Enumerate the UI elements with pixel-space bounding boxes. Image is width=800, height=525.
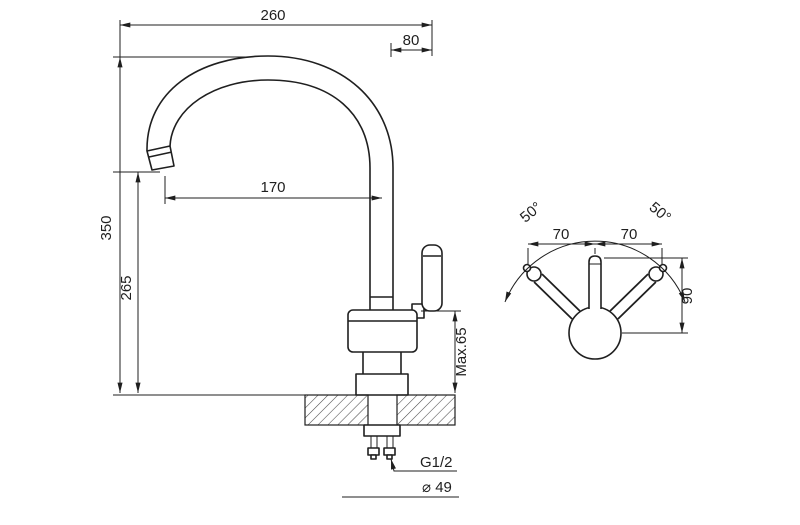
- dim-max-deck-label: Max.65: [453, 327, 470, 376]
- spout-outline: [146, 55, 394, 310]
- base-flange: [355, 373, 409, 396]
- faucet-side-view: [146, 55, 443, 396]
- mixer-body: [347, 309, 418, 353]
- countertop: [304, 394, 456, 426]
- dim-swing-angles: 50° 50°: [517, 199, 674, 227]
- countertop-left-section: [304, 394, 369, 426]
- mounting-nut: [363, 424, 401, 437]
- faucet-top-view: [504, 240, 686, 360]
- dim-overall-height: 350: [98, 56, 253, 393]
- dim-lever-span: 70 70: [527, 226, 663, 264]
- dim-overall-width-label: 260: [260, 7, 285, 24]
- dim-handle-offset-label: 80: [403, 32, 420, 49]
- dim-lever-height: 90: [604, 257, 696, 334]
- lever-span-left-label: 70: [553, 226, 570, 243]
- handle-lever: [421, 244, 443, 312]
- supply-hoses: [370, 436, 394, 448]
- hose-nipple-left: [370, 454, 377, 460]
- dim-spout-reach: 170: [164, 176, 382, 204]
- swing-angle-right-label: 50°: [646, 199, 674, 227]
- ball-body: [568, 306, 622, 360]
- lever-left-knob: [522, 263, 532, 273]
- dim-spout-height: 265: [113, 171, 305, 396]
- thread-callout: G1/2: [390, 454, 457, 472]
- hose-nipple-right: [386, 454, 393, 460]
- swing-angle-left-label: 50°: [517, 199, 545, 227]
- dim-max-deck: Max.65: [421, 310, 470, 393]
- under-counter-assembly: [363, 424, 401, 460]
- lever-right-bulb: [648, 266, 664, 282]
- dim-handle-offset: 80: [390, 32, 432, 57]
- lever-left-bulb: [526, 266, 542, 282]
- dim-spout-height-label: 265: [118, 275, 135, 300]
- base-neck: [362, 352, 402, 374]
- dim-overall-height-label: 350: [98, 215, 115, 240]
- countertop-right-section: [396, 394, 456, 426]
- thread-size-label: G1/2: [420, 454, 453, 471]
- dim-spout-reach-label: 170: [260, 179, 285, 196]
- spout-aerator: [146, 145, 175, 171]
- lever-right-knob: [658, 263, 668, 273]
- dim-overall-width: 260: [119, 7, 433, 57]
- base-diameter-callout: ⌀ 49: [342, 479, 459, 498]
- swing-arc: [504, 240, 686, 303]
- hose-fitting-left: [367, 447, 380, 456]
- base-diameter-label: ⌀ 49: [422, 479, 452, 496]
- lever-height-label: 90: [679, 288, 696, 305]
- lever-span-right-label: 70: [621, 226, 638, 243]
- hose-fitting-right: [383, 447, 396, 456]
